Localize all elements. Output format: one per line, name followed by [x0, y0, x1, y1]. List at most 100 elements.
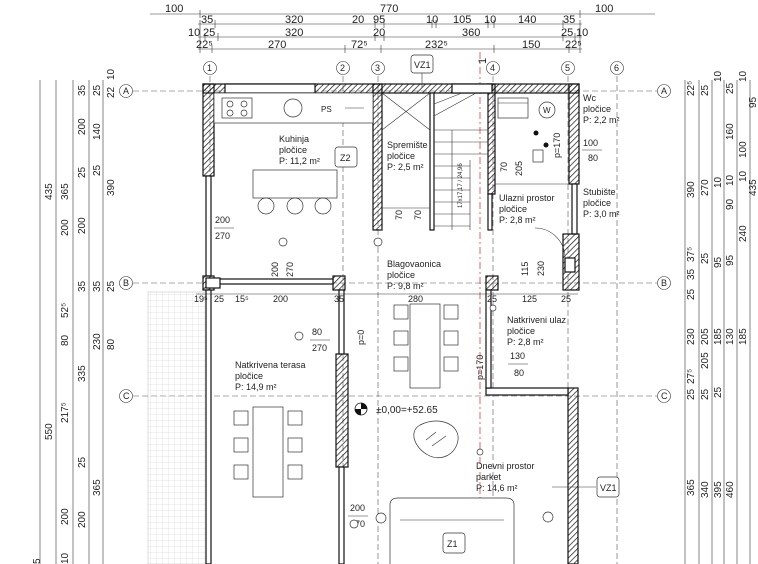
dim-left-c3-7: 200	[77, 511, 88, 528]
dim-left-c5-3: 25	[106, 280, 117, 292]
dim-top-r2-3: 95	[373, 14, 385, 26]
dim-right-c5-3: 240	[738, 225, 749, 242]
dim-top-r4-4: 150	[522, 39, 540, 51]
axis-b-right: B	[661, 278, 667, 288]
dim-top-r2-0: 35	[201, 14, 213, 26]
kitchen: PS Kuhinja pločice P: 11,2 m²	[213, 92, 374, 215]
dim-right-c1-3: 35	[686, 268, 697, 280]
dim-left-c2-2: 52⁵	[60, 303, 71, 318]
dim-right-c5-1: 100	[738, 141, 749, 158]
storage-stairs: Spremište pločice P: 2,5 m² 70 70 17x17,…	[381, 92, 524, 230]
room-wc-name: Wc	[583, 93, 596, 103]
door-230-dim: 230	[536, 261, 546, 276]
terrace: Natkrivena terasa pločice P: 14,9 m²	[233, 360, 306, 498]
dim-left-c4-5: 365	[92, 479, 103, 496]
dim-right-c1-5: 230	[686, 328, 697, 345]
kitchen-ps-label: PS	[321, 105, 332, 114]
dim-right-c2-6: 340	[700, 481, 711, 498]
dim-top-r4-1: 270	[268, 39, 286, 51]
b-dim-5: 280	[408, 294, 423, 304]
stair-70b-dim: 70	[499, 162, 509, 172]
openings: 200 270 80 270 130 80 200 270	[214, 215, 528, 529]
dim-right-c1-6: 25	[686, 388, 697, 400]
b-dim-6: 25	[487, 294, 497, 304]
dim-right-c3-0: 10	[713, 70, 724, 82]
dim-right-c5-2: 10	[738, 170, 749, 182]
dim-top-100-right: 100	[595, 3, 613, 15]
covered-entry: Natkriveni ulaz pločice P: 2,8 m²	[489, 304, 567, 347]
dim-top-r3-3: 20	[373, 27, 385, 39]
room-wc-area: P: 2,2 m²	[583, 115, 620, 125]
dim-left-c5-2: 390	[106, 179, 117, 196]
room-kuhinja-area: P: 11,2 m²	[279, 156, 320, 166]
dim-left-c3-5: 335	[77, 365, 88, 382]
axis-a-left: A	[123, 86, 129, 96]
dim-left-c3-3: 200	[77, 217, 88, 234]
dim-top-r2-7: 140	[518, 14, 536, 26]
dim-left-c4-4: 230	[92, 333, 103, 350]
stair-205-dim: 205	[514, 161, 524, 176]
dim-left-c5-0: 10	[106, 68, 117, 80]
opening-entry-h: 80	[514, 368, 524, 378]
wc-w-glyph: W	[543, 106, 551, 115]
element-tags: VZ1 Z2 VZ1 Z1	[334, 54, 620, 554]
dim-top-r4-5: 22⁵	[565, 39, 582, 51]
opening-kitchen-w: 200	[215, 215, 230, 225]
tag-vz1-right: VZ1	[600, 483, 617, 493]
axis-a-right: A	[661, 86, 667, 96]
dim-right-c1-1: 390	[686, 181, 697, 198]
dim-right-c4-0: 25	[725, 82, 736, 94]
stair-info: 17x17,17 / 24,96	[458, 163, 464, 208]
dim-left-c2-0: 365	[60, 183, 71, 200]
dim-left-c1-0: 435	[44, 183, 55, 200]
right-dimensions: 22⁵ 390 37⁵ 35 25 230 25 27⁵ 365 25 270 …	[684, 70, 758, 564]
dim-top-r2-8: 35	[563, 14, 575, 26]
room-ulazni-name: Ulazni prostor	[499, 193, 555, 203]
p0-label: p=0	[356, 330, 366, 345]
dim-left-c3-1: 200	[77, 118, 88, 135]
axis-5: 5	[565, 63, 570, 73]
dim-right-c4-3: 90	[725, 198, 736, 210]
room-blagovaonica-floor: pločice	[387, 270, 415, 280]
dim-top-r4-3: 232⁵	[425, 39, 448, 51]
section-mark: 1	[477, 58, 489, 64]
dim-right-c1-2: 37⁵	[686, 247, 697, 262]
room-terasa-name: Natkrivena terasa	[235, 360, 306, 370]
dim-left-c4-3: 35	[92, 280, 103, 292]
level-mark: ±0,00=+52.65	[354, 402, 438, 416]
opening-entry-w: 130	[510, 351, 525, 361]
dim-left-c2-5: 200	[60, 508, 71, 525]
vert-270-dim: 270	[285, 262, 295, 277]
dim-right-c2-5: 25	[700, 388, 711, 400]
dim-right-c2-1: 270	[700, 179, 711, 196]
dim-right-c5-4: 185	[738, 328, 749, 345]
dim-right-c2-0: 25	[700, 84, 711, 96]
axis-2: 2	[340, 63, 345, 73]
dim-right-c6-1: 435	[748, 179, 758, 196]
b-dim-4: 35	[334, 294, 344, 304]
dim-left-c4-2: 25	[92, 164, 103, 176]
axis-markers: 1 2 3 4 5 6 A B C A B C 1	[119, 58, 671, 403]
dim-left-c4-0: 25	[92, 84, 103, 96]
dim-top-r2-2: 20	[352, 14, 364, 26]
b-dim-3: 200	[273, 294, 288, 304]
room-stubiste-name: Stubište	[583, 187, 616, 197]
b-line-dimensions: 19⁵ 25 15⁵ 200 35 280 25 125 25 200 270 …	[194, 262, 578, 380]
dim-right-c2-2: 25	[700, 252, 711, 264]
room-kuhinja-floor: pločice	[279, 145, 307, 155]
opening-wc-w: 100	[583, 138, 598, 148]
b-dim-0: 19⁵	[194, 294, 208, 304]
dim-left-c5-1: 22	[106, 86, 117, 98]
room-terasa-floor: pločice	[235, 371, 263, 381]
room-wc-floor: pločice	[583, 104, 611, 114]
room-dnevni-area: P: 14,6 m²	[476, 483, 518, 493]
dim-top-r2-4: 10	[426, 14, 438, 26]
b-dim-8: 25	[561, 294, 571, 304]
dim-right-c4-6: 460	[725, 481, 736, 498]
tag-z2: Z2	[340, 153, 351, 163]
dim-left-c3-2: 25	[77, 166, 88, 178]
tag-vz1-top: VZ1	[414, 60, 431, 70]
axis-c-left: C	[123, 391, 130, 401]
dim-top-r3-5: 25	[561, 27, 573, 39]
dim-top-r2-5: 105	[453, 14, 471, 26]
